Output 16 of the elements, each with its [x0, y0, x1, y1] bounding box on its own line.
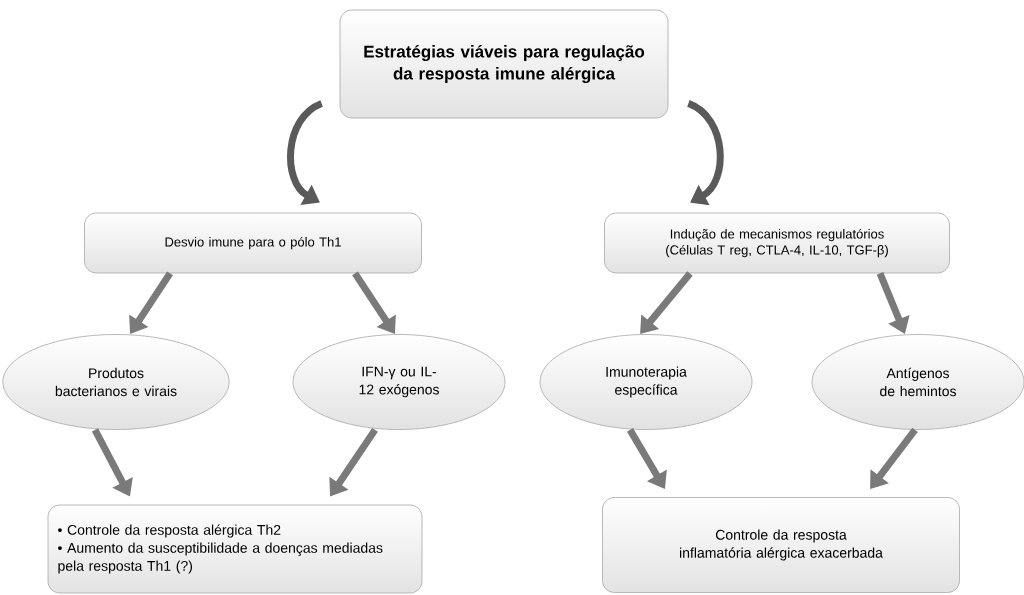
ellipse-node: Antígenos de hemintos	[811, 334, 1024, 430]
arrow	[870, 427, 918, 489]
ellipse-node: Produtos bacterianos e virais	[2, 334, 230, 430]
ellipse-node: IFN-γ ou IL-12 exógenos	[292, 334, 506, 430]
rounded-box: • Controle da resposta alérgica Th2 • Aumento da susceptibilidade a doenças mediadas pela resposta Th1 (?)	[47, 504, 423, 594]
arrow	[287, 100, 324, 205]
rounded-box: Controle da resposta inflamatória alérgica exacerbada	[602, 497, 960, 593]
arrow	[686, 100, 724, 206]
ellipse-node: Imunoterapia específica	[539, 334, 753, 430]
arrow	[352, 271, 396, 334]
arrow	[627, 428, 667, 489]
rounded-box: Estratégias viáveis para regulação da resposta imune alérgica	[339, 9, 669, 119]
rounded-box: Indução de mecanismos regulatórios (Células T reg, CTLA-4, IL-10, TGF-β)	[604, 212, 950, 274]
arrow	[640, 271, 693, 334]
arrow	[129, 271, 173, 334]
rounded-box: Desvio imune para o pólo Th1	[84, 212, 422, 274]
